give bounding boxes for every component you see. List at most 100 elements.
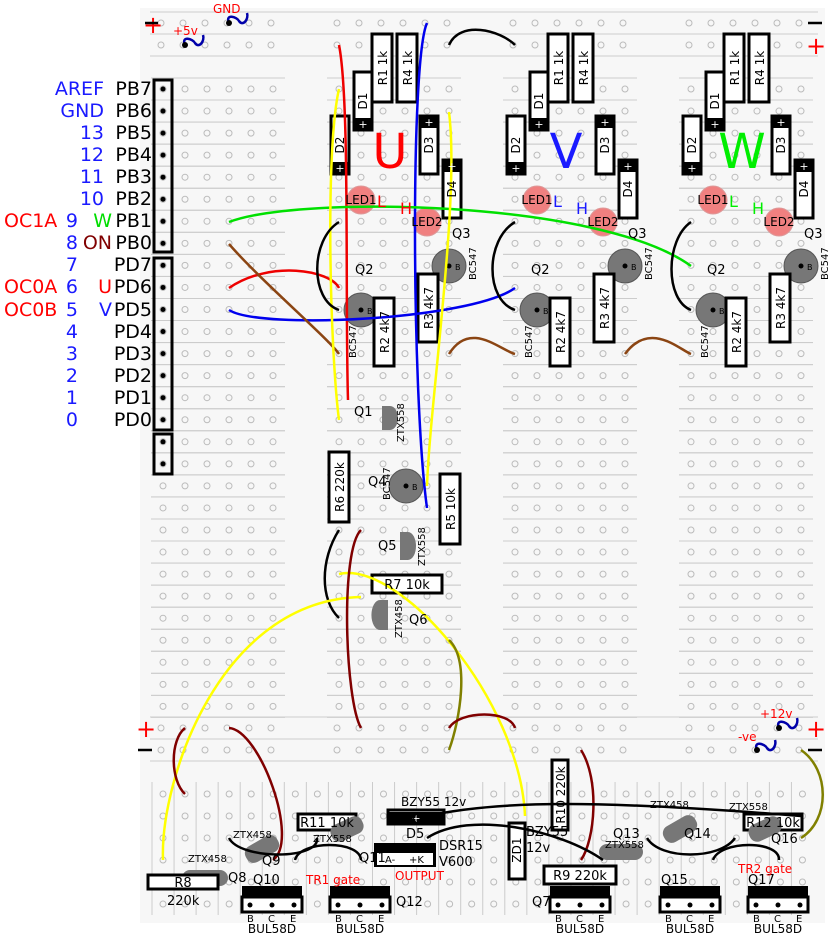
transistor-q3-type: BC547	[820, 247, 829, 280]
hole	[181, 570, 189, 578]
hole	[445, 570, 453, 578]
label: B	[665, 914, 672, 925]
hole	[773, 41, 781, 49]
phase-label: V	[550, 124, 583, 180]
diode-d1-plus: +	[358, 118, 367, 131]
q1-type: ZTX558	[396, 403, 407, 442]
hole	[159, 504, 167, 512]
hole	[490, 790, 498, 798]
hole	[577, 283, 585, 291]
hole	[399, 19, 407, 27]
low-label: L	[729, 192, 738, 211]
hole	[753, 680, 761, 688]
pin	[335, 902, 341, 908]
hole	[269, 680, 277, 688]
hole	[533, 394, 541, 402]
hole	[555, 504, 563, 512]
hole	[511, 261, 519, 269]
hole	[247, 372, 255, 380]
hole	[644, 900, 652, 908]
hole	[577, 151, 585, 159]
hole	[269, 702, 277, 710]
hole	[269, 261, 277, 269]
hole	[335, 790, 343, 798]
hole	[709, 570, 717, 578]
hole	[159, 526, 167, 534]
hole	[401, 151, 409, 159]
hole	[181, 328, 189, 336]
hole	[731, 548, 739, 556]
resistor-r5-label: R5 10k	[444, 488, 458, 530]
hole	[335, 195, 343, 203]
hole	[753, 151, 761, 159]
led1-label: LED1	[697, 193, 728, 207]
header-pin	[160, 130, 166, 136]
hole	[731, 702, 739, 710]
hole	[555, 372, 563, 380]
hole	[621, 548, 629, 556]
hole	[621, 592, 629, 600]
diode-d3-plus: +	[600, 116, 609, 129]
solder-point	[182, 42, 188, 48]
hole	[555, 482, 563, 490]
hole	[687, 482, 695, 490]
diode-d2-band	[507, 162, 525, 174]
transistor-q3-b: B	[455, 263, 461, 272]
hole	[644, 856, 652, 864]
hole	[357, 350, 365, 358]
hole	[313, 900, 321, 908]
hole	[621, 394, 629, 402]
hole	[776, 790, 784, 798]
hole	[468, 900, 476, 908]
header-pin	[160, 395, 166, 401]
diode-d4-plus: +	[447, 160, 456, 173]
q1-label: Q1	[354, 405, 373, 420]
hole	[729, 19, 737, 27]
darkred-wire	[228, 726, 284, 862]
diode-d3-band	[772, 116, 790, 128]
hole	[159, 283, 167, 291]
hole	[203, 350, 211, 358]
hole	[203, 658, 211, 666]
hole	[600, 790, 608, 798]
hole	[181, 790, 189, 798]
resistor-r3	[416, 272, 440, 344]
hole	[424, 790, 432, 798]
hole	[709, 526, 717, 534]
black-wire	[323, 529, 341, 619]
hole	[357, 812, 365, 820]
header-pin	[160, 439, 166, 445]
hole	[245, 41, 253, 49]
hole	[621, 283, 629, 291]
hole	[577, 416, 585, 424]
hole	[357, 416, 365, 424]
hole	[445, 592, 453, 600]
hole	[159, 350, 167, 358]
hole	[269, 394, 277, 402]
black-wire	[447, 28, 516, 46]
hole	[511, 636, 519, 644]
hole	[401, 636, 409, 644]
hole	[578, 834, 586, 842]
label: Q11	[359, 851, 386, 866]
hole	[709, 394, 717, 402]
hole	[622, 790, 630, 798]
hole	[731, 283, 739, 291]
transistor-q1	[382, 406, 398, 430]
diode-d2-label: D2	[333, 137, 347, 154]
hole	[379, 372, 387, 380]
hole	[731, 173, 739, 181]
hole	[225, 592, 233, 600]
hole	[753, 350, 761, 358]
hole	[666, 878, 674, 886]
led1-label: LED1	[521, 193, 552, 207]
hole	[203, 900, 211, 908]
black-wire	[426, 823, 604, 862]
hole	[181, 217, 189, 225]
hole	[555, 129, 563, 137]
hole	[203, 526, 211, 534]
hole	[247, 878, 255, 886]
hole	[534, 900, 542, 908]
hole	[203, 482, 211, 490]
transistor-q2-label: Q2	[707, 263, 726, 278]
